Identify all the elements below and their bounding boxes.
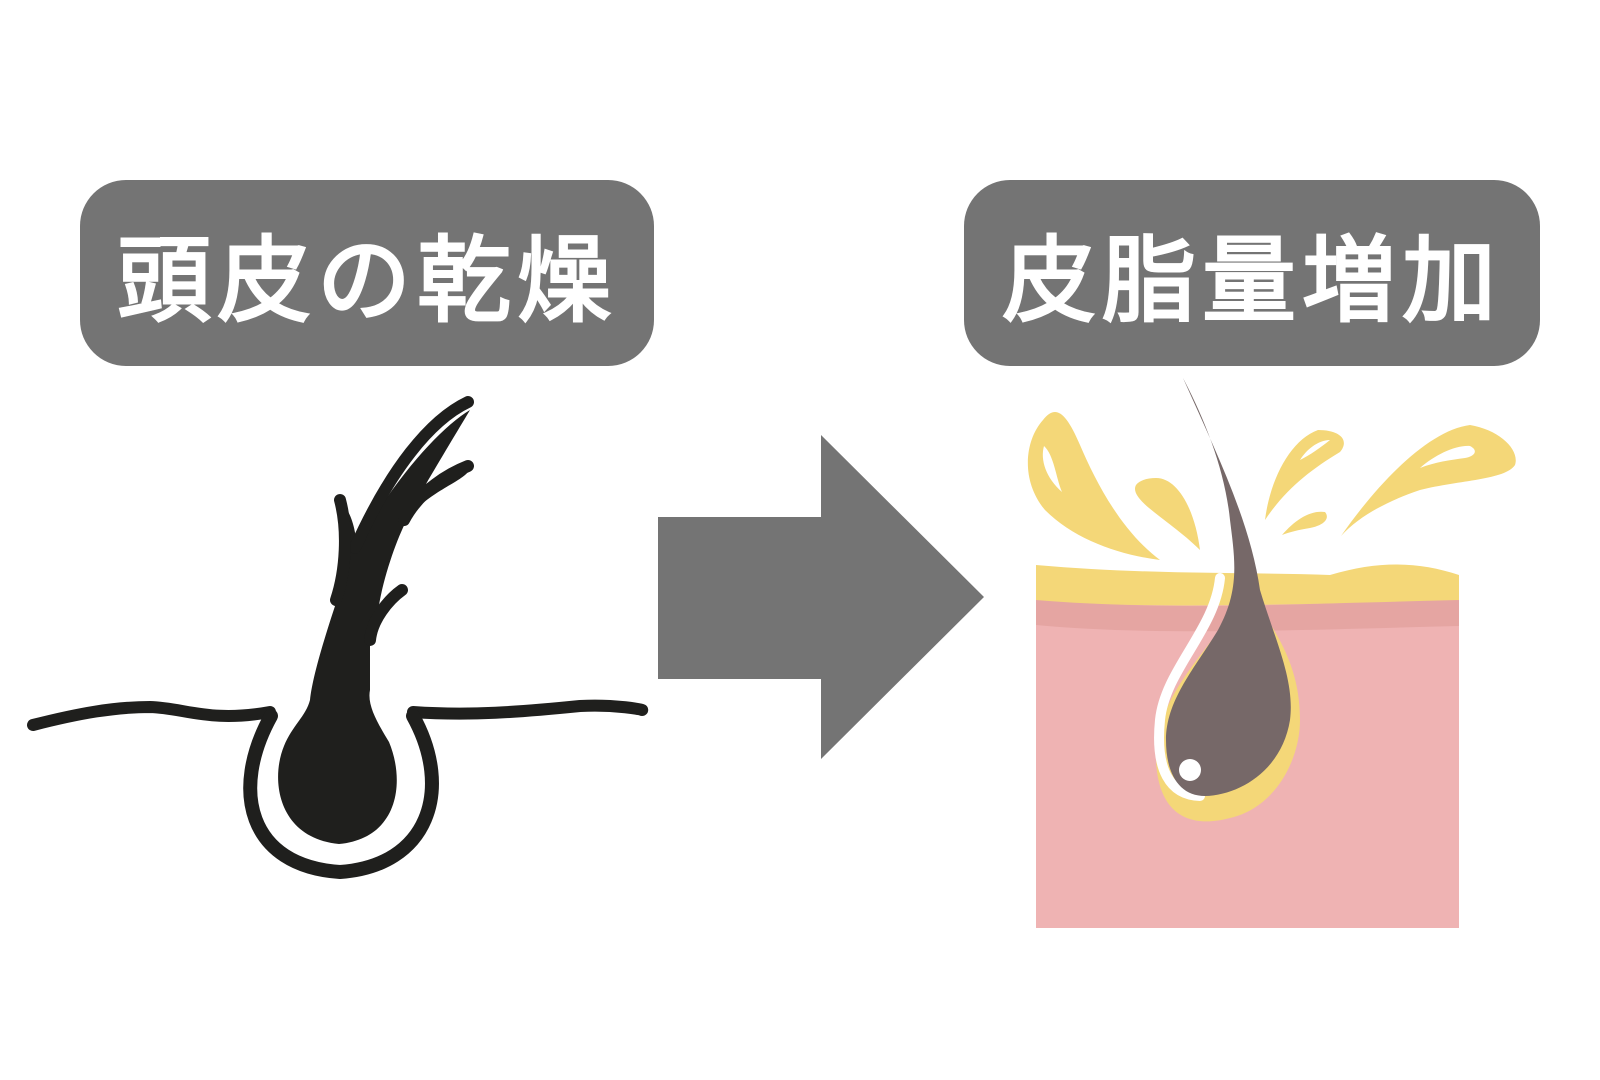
label-scalp-dryness: 頭皮の乾燥 xyxy=(80,180,654,366)
skin-line-right xyxy=(407,699,649,720)
label-sebum-increase: 皮脂量増加 xyxy=(964,180,1540,366)
sebum-drop-3 xyxy=(1265,430,1344,520)
sebum-drop-5-hole xyxy=(1420,445,1475,468)
hair-bulb-dot xyxy=(1179,759,1201,781)
oily-skin-follicle-icon xyxy=(1027,378,1516,928)
follicle-outline xyxy=(243,709,439,880)
hair-strand xyxy=(1166,378,1291,796)
sebum-drop-1-hole xyxy=(1042,446,1062,492)
skin-line-left xyxy=(27,700,276,731)
sebum-drop-1 xyxy=(1027,412,1160,560)
hair-branch-1 xyxy=(349,396,474,554)
sebum-drop-5 xyxy=(1341,425,1516,536)
right-arrow-icon xyxy=(658,435,984,759)
sebum-drop-3-hole xyxy=(1300,440,1330,460)
hair-branch-2 xyxy=(398,460,474,526)
dry-hair-follicle-icon xyxy=(27,396,649,880)
sebum-drop-4 xyxy=(1282,511,1327,535)
sebum-drop-2 xyxy=(1135,478,1200,550)
hair-branch-3 xyxy=(364,584,408,646)
hair-branch-4 xyxy=(330,494,351,606)
follicle-white-outline xyxy=(1154,573,1225,801)
